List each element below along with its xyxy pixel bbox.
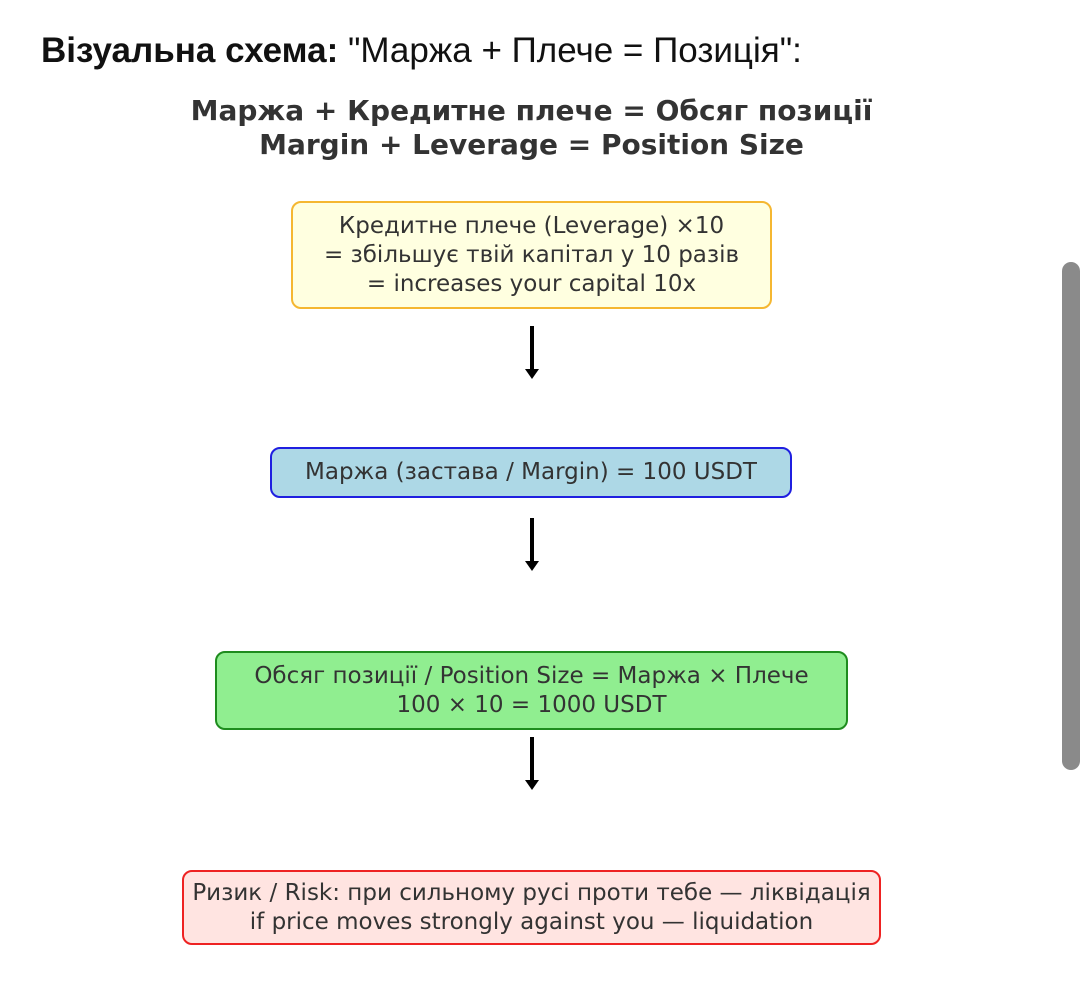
position-size-node-line1: Обсяг позиції / Position Size = Маржа × … (254, 662, 809, 689)
arrow-down-icon (525, 518, 539, 571)
section-heading-rest: "Маржа + Плече = Позиція": (338, 31, 802, 70)
section-heading-lead: Візуальна схема: (41, 31, 339, 70)
risk-node-line1: Ризик / Risk: при сильному русі проти те… (192, 879, 871, 906)
risk-node: Ризик / Risk: при сильному русі проти те… (182, 870, 881, 945)
section-heading: Візуальна схема: "Маржа + Плече = Позиці… (41, 26, 802, 76)
diagram-title-line2: Margin + Leverage = Position Size (259, 128, 804, 161)
risk-node-line2: if price moves strongly against you — li… (249, 908, 814, 935)
margin-node-line1: Маржа (застава / Margin) = 100 USDT (305, 459, 757, 485)
position-size-node: Обсяг позиції / Position Size = Маржа × … (215, 651, 848, 730)
vertical-scrollbar[interactable] (1062, 262, 1080, 770)
arrow-down-icon (525, 326, 539, 379)
diagram-title-line1: Маржа + Кредитне плече = Обсяг позиції (190, 94, 873, 127)
leverage-node: Кредитне плече (Leverage) ×10 = збільшує… (291, 201, 772, 309)
leverage-node-line3: = increases your capital 10x (366, 270, 697, 297)
leverage-node-line1: Кредитне плече (Leverage) ×10 (338, 212, 725, 239)
arrow-down-icon (525, 737, 539, 790)
leverage-node-line2: = збільшує твій капітал у 10 разів (323, 241, 740, 268)
position-size-node-line2: 100 × 10 = 1000 USDT (396, 691, 667, 718)
margin-node: Маржа (застава / Margin) = 100 USDT (270, 447, 792, 498)
